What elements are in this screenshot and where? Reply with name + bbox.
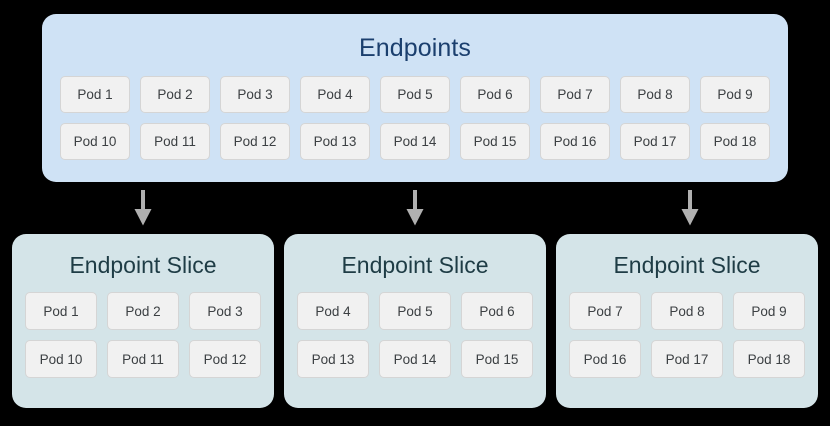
pod-chip: Pod 6 xyxy=(460,76,530,113)
pod-chip: Pod 2 xyxy=(107,292,179,330)
endpoints-panel: Endpoints Pod 1 Pod 2 Pod 3 Pod 4 Pod 5 … xyxy=(42,14,788,182)
pod-chip: Pod 7 xyxy=(569,292,641,330)
pod-chip: Pod 4 xyxy=(297,292,369,330)
pod-chip: Pod 9 xyxy=(700,76,770,113)
endpoints-title: Endpoints xyxy=(358,34,472,62)
pod-chip: Pod 11 xyxy=(140,123,210,160)
pod-chip: Pod 6 xyxy=(461,292,533,330)
pod-chip: Pod 13 xyxy=(297,340,369,378)
pod-chip: Pod 18 xyxy=(733,340,805,378)
pod-chip: Pod 16 xyxy=(569,340,641,378)
pod-chip: Pod 8 xyxy=(620,76,690,113)
endpoint-slice-pod-row: Pod 13 Pod 14 Pod 15 xyxy=(284,340,546,378)
pod-chip: Pod 3 xyxy=(189,292,261,330)
pod-chip: Pod 16 xyxy=(540,123,610,160)
pod-chip: Pod 7 xyxy=(540,76,610,113)
pod-chip: Pod 1 xyxy=(60,76,130,113)
pod-chip: Pod 9 xyxy=(733,292,805,330)
endpoint-slice-pod-row: Pod 1 Pod 2 Pod 3 xyxy=(12,292,274,330)
endpoints-pod-row: Pod 1 Pod 2 Pod 3 Pod 4 Pod 5 Pod 6 Pod … xyxy=(42,76,788,113)
pod-chip: Pod 12 xyxy=(189,340,261,378)
endpoint-slice-pod-row: Pod 16 Pod 17 Pod 18 xyxy=(556,340,818,378)
pod-chip: Pod 8 xyxy=(651,292,723,330)
endpoint-slice-panel: Endpoint Slice Pod 4 Pod 5 Pod 6 Pod 13 … xyxy=(284,234,546,408)
endpoint-slice-pod-grid: Pod 7 Pod 8 Pod 9 Pod 16 Pod 17 Pod 18 xyxy=(556,292,818,388)
endpoint-slice-pod-row: Pod 7 Pod 8 Pod 9 xyxy=(556,292,818,330)
endpoints-pod-grid: Pod 1 Pod 2 Pod 3 Pod 4 Pod 5 Pod 6 Pod … xyxy=(42,76,788,160)
pod-chip: Pod 18 xyxy=(700,123,770,160)
endpoint-slice-title: Endpoint Slice xyxy=(69,252,217,278)
pod-chip: Pod 15 xyxy=(461,340,533,378)
endpoint-slice-title: Endpoint Slice xyxy=(341,252,489,278)
endpoints-pod-row: Pod 10 Pod 11 Pod 12 Pod 13 Pod 14 Pod 1… xyxy=(42,123,788,160)
pod-chip: Pod 12 xyxy=(220,123,290,160)
pod-chip: Pod 5 xyxy=(379,292,451,330)
endpoint-slice-panel: Endpoint Slice Pod 1 Pod 2 Pod 3 Pod 10 … xyxy=(12,234,274,408)
endpoint-slice-pod-row: Pod 4 Pod 5 Pod 6 xyxy=(284,292,546,330)
endpoint-slice-pod-grid: Pod 4 Pod 5 Pod 6 Pod 13 Pod 14 Pod 15 xyxy=(284,292,546,388)
endpoint-slice-pod-grid: Pod 1 Pod 2 Pod 3 Pod 10 Pod 11 Pod 12 xyxy=(12,292,274,388)
arrow-down-icon xyxy=(402,190,428,226)
pod-chip: Pod 15 xyxy=(460,123,530,160)
pod-chip: Pod 14 xyxy=(380,123,450,160)
endpoint-slice-pod-row: Pod 10 Pod 11 Pod 12 xyxy=(12,340,274,378)
pod-chip: Pod 14 xyxy=(379,340,451,378)
pod-chip: Pod 17 xyxy=(651,340,723,378)
pod-chip: Pod 11 xyxy=(107,340,179,378)
pod-chip: Pod 10 xyxy=(60,123,130,160)
endpoint-slice-panel: Endpoint Slice Pod 7 Pod 8 Pod 9 Pod 16 … xyxy=(556,234,818,408)
arrow-down-icon xyxy=(677,190,703,226)
arrow-down-icon xyxy=(130,190,156,226)
pod-chip: Pod 4 xyxy=(300,76,370,113)
pod-chip: Pod 13 xyxy=(300,123,370,160)
pod-chip: Pod 3 xyxy=(220,76,290,113)
pod-chip: Pod 17 xyxy=(620,123,690,160)
pod-chip: Pod 1 xyxy=(25,292,97,330)
endpoint-slice-title: Endpoint Slice xyxy=(613,252,761,278)
pod-chip: Pod 2 xyxy=(140,76,210,113)
pod-chip: Pod 5 xyxy=(380,76,450,113)
pod-chip: Pod 10 xyxy=(25,340,97,378)
